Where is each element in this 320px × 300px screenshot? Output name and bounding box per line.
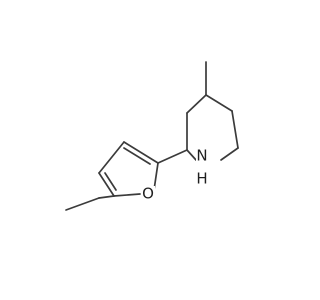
bond-pip-c5-c6 [231,110,239,149]
bond-furan-c4-c5-double [104,172,117,191]
bond-furan-c5-o [113,193,141,197]
bond-furan-c2-c3 [123,141,159,164]
bond-pip-c4-c5 [205,94,233,112]
bond-furan-c2-c3-double [123,147,151,165]
bond-ethyl-ch2-c5 [98,195,115,199]
oxygen-label-background [141,186,155,202]
bond-furan-o-c2 [153,162,159,191]
bond-furan-c4-c5 [98,172,115,197]
bond-furan-piperidine [157,149,188,164]
oxygen-atom-label: O [142,185,154,203]
amine-n-atom-label: N [196,147,207,165]
bond-pip-c6-n [220,147,239,161]
bond-pip-n-c2 [186,149,197,161]
bond-ethyl-ch3-ch2 [65,197,100,211]
amine-h-label-background [196,170,208,188]
bond-pip-c3-c4 [186,94,207,114]
amine-n-label-background [196,149,208,167]
amine-h-atom-label: H [196,170,207,188]
bond-furan-c3-c4 [98,141,125,174]
molecule-diagram: O N H [65,61,239,211]
